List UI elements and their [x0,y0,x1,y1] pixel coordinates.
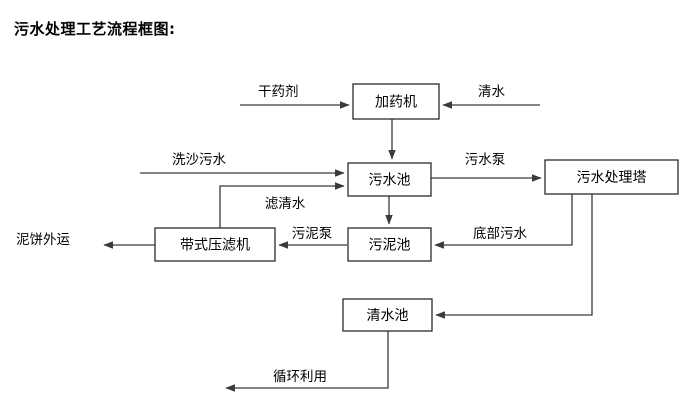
node-belt-filter-press[interactable]: 带式压滤机 [154,227,276,262]
node-dosing-machine-label: 加药机 [375,95,417,111]
edge-press-to-sewage-filtrate [219,182,345,228]
node-dosing-machine[interactable]: 加药机 [352,83,440,120]
edge-label-sewage-pump: 污水泵 [465,152,506,168]
node-sewage-pool[interactable]: 污水池 [347,162,432,197]
edge-label-bottom-sewage: 底部污水 [473,226,527,242]
node-sludge-pool[interactable]: 污泥池 [347,227,432,262]
edge-label-filtrate: 滤清水 [265,196,306,212]
node-treatment-tower-label: 污水处理塔 [577,170,647,186]
node-belt-filter-press-label: 带式压滤机 [180,238,250,254]
edge-label-recycle: 循环利用 [273,369,327,385]
edge-clear-to-recycle [225,331,389,392]
node-sludge-pool-label: 污泥池 [369,238,411,254]
edge-label-sludge-pump: 污泥泵 [292,226,333,242]
node-clear-water-pool-label: 清水池 [367,308,409,324]
edge-tower-to-sludge-bottom [434,194,573,249]
node-clear-water-pool[interactable]: 清水池 [342,298,433,332]
node-sewage-pool-label: 污水池 [369,173,411,189]
edge-tower-to-clear [435,194,593,319]
page-title: 污水处理工艺流程框图: [14,20,176,38]
terminal-mud-cake-label: 泥饼外运 [16,232,70,248]
terminal-dry-agent-label: 干药剂 [258,84,299,100]
terminal-sand-sewage-label: 洗沙污水 [172,152,226,168]
terminal-clean-water-label: 清水 [478,84,505,100]
node-treatment-tower[interactable]: 污水处理塔 [544,159,679,195]
